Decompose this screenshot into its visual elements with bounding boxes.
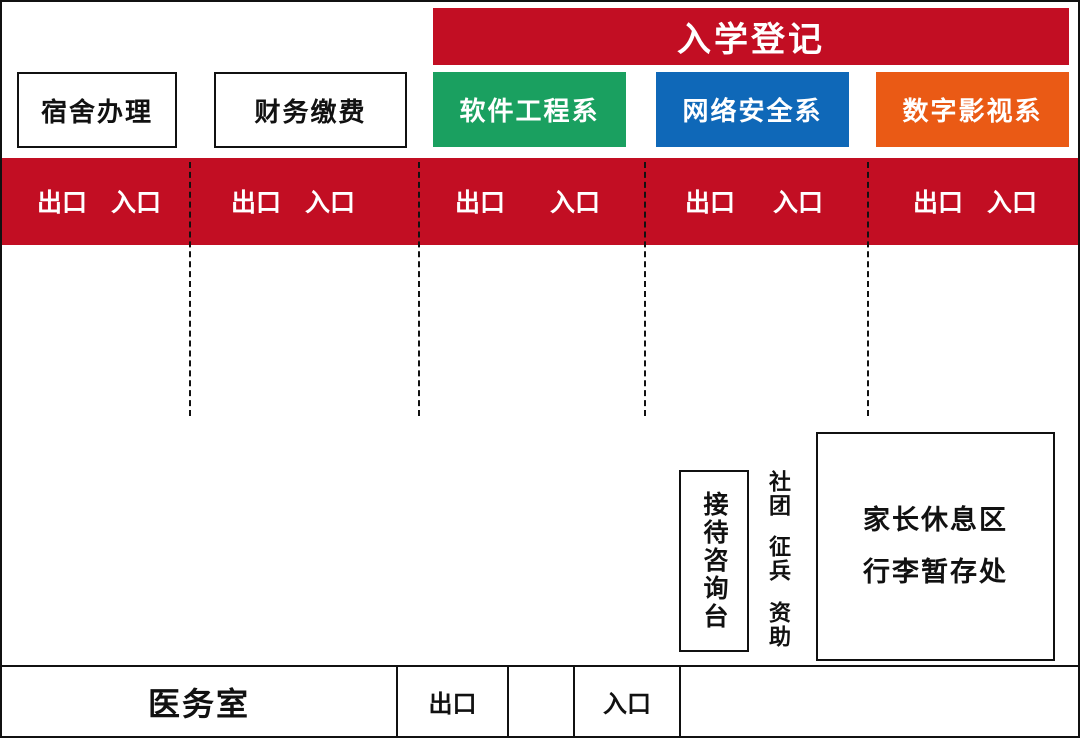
network-security-label: 网络安全系 [682,97,823,127]
bottom-strip-top-line [0,665,1080,667]
lane1-entrance-label: 入口 [110,188,161,217]
software-engineering-label: 软件工程系 [459,97,600,127]
bottom-entrance-label: 入口 [603,690,651,718]
digital-media-label: 数字影视系 [902,97,1043,127]
clinic-label: 医务室 [147,684,250,723]
enlistment-label: 征兵 [765,535,790,583]
financial-aid-label: 资助 [765,601,790,649]
bottom-divider-4 [679,665,681,738]
reception-desk-label: 接待咨询台 [700,491,729,631]
network-security-dept: 网络安全系 [656,72,849,147]
parent-lounge-label: 家长休息区 [863,504,1008,536]
bottom-divider-2 [507,665,509,738]
lane-divider-4 [867,162,869,416]
frame-top-border [0,0,1080,2]
finance-box: 财务缴费 [214,72,407,148]
lane3-exit-label: 出口 [454,188,505,217]
dormitory-box: 宿舍办理 [17,72,177,148]
clinic-cell: 医务室 [2,667,396,736]
parent-lounge-box: 家长休息区 行李暂存处 [816,432,1055,661]
lane-divider-2 [418,162,420,416]
lane3-entrance-label: 入口 [549,188,600,217]
lane5-entrance-label: 入口 [986,188,1037,217]
club-column: 社团 [758,466,796,522]
reception-desk-box: 接待咨询台 [679,470,749,652]
luggage-storage-label: 行李暂存处 [863,556,1008,588]
enlistment-column: 征兵 [758,530,796,588]
bottom-divider-1 [396,665,398,738]
lane-divider-3 [644,162,646,416]
frame-bottom-border [0,736,1080,738]
entry-exit-lane-band [2,158,1078,245]
lane2-entrance-label: 入口 [304,188,355,217]
club-label: 社团 [765,470,790,518]
digital-media-dept: 数字影视系 [876,72,1069,147]
bottom-entrance-cell: 入口 [575,667,679,736]
bottom-divider-3 [573,665,575,738]
frame-left-border [0,0,2,738]
finance-label: 财务缴费 [254,97,367,128]
lane2-exit-label: 出口 [230,188,281,217]
lane5-exit-label: 出口 [912,188,963,217]
bottom-exit-cell: 出口 [398,667,507,736]
bottom-exit-label: 出口 [428,690,477,718]
title-text: 入学登记 [677,20,825,60]
enrollment-registration-title: 入学登记 [433,8,1069,65]
financial-aid-column: 资助 [758,596,796,654]
lane1-exit-label: 出口 [36,188,87,217]
lane4-entrance-label: 入口 [772,188,823,217]
lane4-exit-label: 出口 [684,188,735,217]
lane-divider-1 [189,162,191,416]
frame-right-border [1078,0,1080,738]
software-engineering-dept: 软件工程系 [433,72,626,147]
dormitory-label: 宿舍办理 [40,97,153,128]
